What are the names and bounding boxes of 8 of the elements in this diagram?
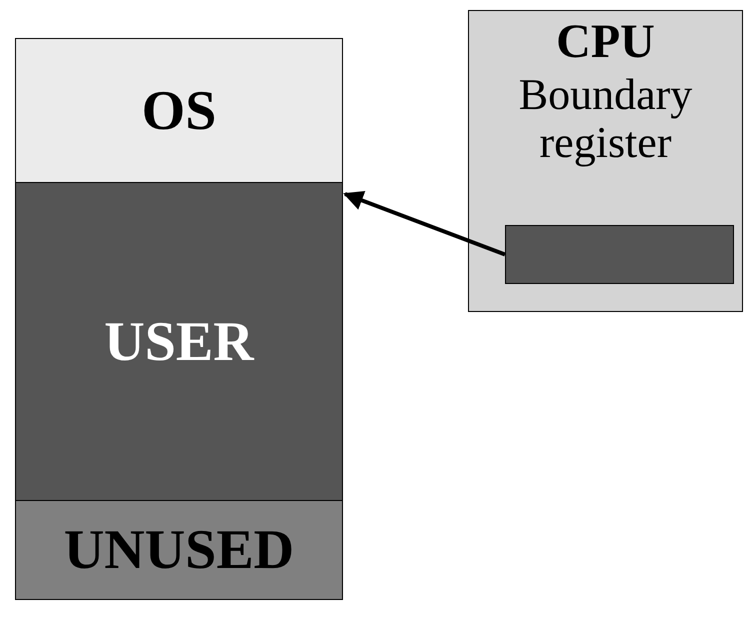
memory-segment: UNUSED [15,500,343,600]
memory-segment: USER [15,182,343,501]
register-caption: Boundary register [518,71,694,167]
memory-segment: OS [15,38,343,183]
cpu-panel [468,10,743,312]
register-box [505,225,734,284]
arrow [343,191,506,256]
cpu-heading: CPU [556,14,655,70]
